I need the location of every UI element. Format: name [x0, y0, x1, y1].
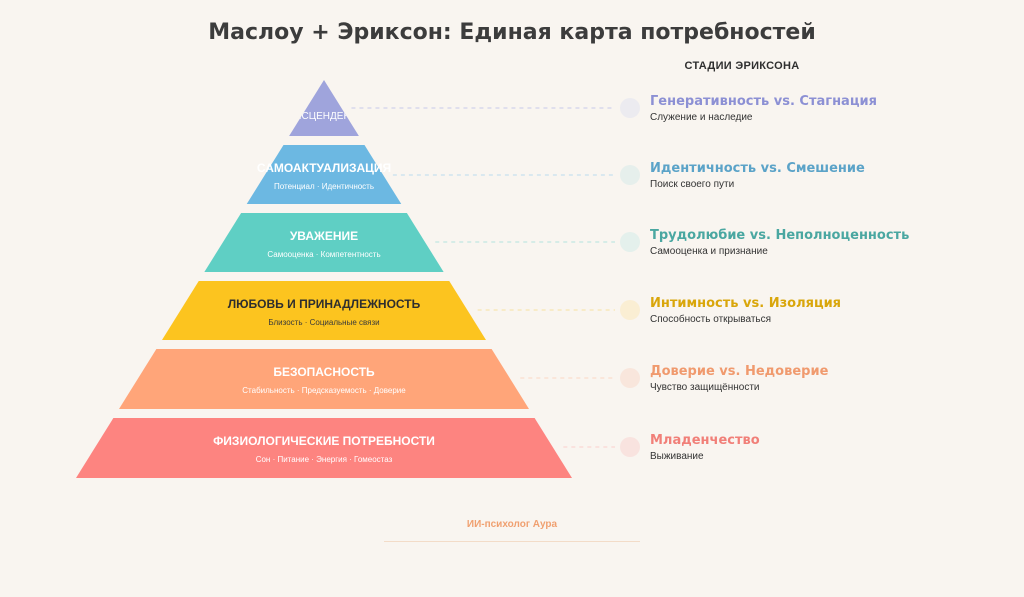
- level-subtitle: Самооценка · Компетентность: [267, 250, 380, 259]
- stage-description: Чувство защищённости: [650, 382, 760, 393]
- level-subtitle: Сон · Питание · Энергия · Гомеостаз: [256, 455, 393, 464]
- level-subtitle: Стабильность · Предсказуемость · Доверие: [242, 386, 406, 395]
- stage-title: Младенчество: [650, 433, 760, 448]
- stage-description: Служение и наследие: [650, 112, 753, 123]
- level-title: САМОАКТУАЛИЗАЦИЯ: [257, 161, 391, 175]
- footer-brand: ИИ-психолог Аура: [466, 519, 558, 530]
- pyramid-levels: ТРАНСЦЕНДЕНЦИЯ САМОАКТУАЛИЗАЦИЯ Потенциал …: [76, 80, 572, 478]
- pyramid-level-physiological: ФИЗИОЛОГИЧЕСКИЕ ПОТРЕБНОСТИ Сон · Питание…: [76, 418, 572, 478]
- stage-description: Способность открываться: [650, 314, 772, 325]
- level-title: ЛЮБОВЬ И ПРИНАДЛЕЖНОСТЬ: [228, 297, 421, 311]
- pyramid-level-love-belonging: ЛЮБОВЬ И ПРИНАДЛЕЖНОСТЬ Близость · Социал…: [161, 281, 487, 340]
- connector-lines: [351, 107, 615, 448]
- stage-description: Поиск своего пути: [650, 179, 735, 190]
- level-subtitle: Потенциал · Идентичность: [274, 182, 374, 191]
- stage-dot-icon: [620, 300, 640, 320]
- stage-title: Трудолюбие vs. Неполноценность: [650, 228, 910, 243]
- stage-description: Выживание: [650, 451, 704, 462]
- stage-dot-icon: [620, 232, 640, 252]
- pyramid-band-self-actualization: [246, 145, 402, 204]
- level-subtitle: Близость · Социальные связи: [268, 318, 379, 327]
- pyramid-band-safety: [118, 349, 530, 409]
- stages-heading: СТАДИИ ЭРИКСОНА: [684, 60, 800, 72]
- level-title: ФИЗИОЛОГИЧЕСКИЕ ПОТРЕБНОСТИ: [213, 434, 435, 448]
- stage-title: Доверие vs. Недоверие: [650, 364, 829, 379]
- level-title: ТРАНСЦЕНДЕНЦИЯ: [276, 111, 373, 122]
- pyramid-level-esteem: УВАЖЕНИЕ Самооценка · Компетентность: [204, 213, 444, 272]
- stage-description: Самооценка и признание: [650, 246, 768, 257]
- pyramid-level-transcendence: ТРАНСЦЕНДЕНЦИЯ: [276, 80, 373, 136]
- pyramid-level-safety: БЕЗОПАСНОСТЬ Стабильность · Предсказуемос…: [118, 349, 530, 409]
- stage-title: Идентичность vs. Смешение: [650, 161, 865, 176]
- pyramid-band-love-belonging: [161, 281, 487, 340]
- pyramid-band-transcendence: [289, 80, 359, 136]
- pyramid-band-esteem: [204, 213, 444, 272]
- stage-dot-icon: [620, 98, 640, 118]
- stage-dot-icon: [620, 165, 640, 185]
- level-title: БЕЗОПАСНОСТЬ: [273, 365, 375, 379]
- pyramid-level-self-actualization: САМОАКТУАЛИЗАЦИЯ Потенциал · Идентичность: [246, 145, 402, 204]
- stage-title: Интимность vs. Изоляция: [650, 296, 842, 311]
- level-title: УВАЖЕНИЕ: [290, 229, 358, 243]
- stage-title: Генеративность vs. Стагнация: [650, 94, 877, 109]
- diagram-title: Маслоу + Эриксон: Единая карта потребнос…: [208, 20, 816, 45]
- stage-dot-icon: [620, 368, 640, 388]
- stage-dot-icon: [620, 437, 640, 457]
- pyramid-band-physiological: [76, 418, 572, 478]
- footer-divider: [384, 541, 640, 542]
